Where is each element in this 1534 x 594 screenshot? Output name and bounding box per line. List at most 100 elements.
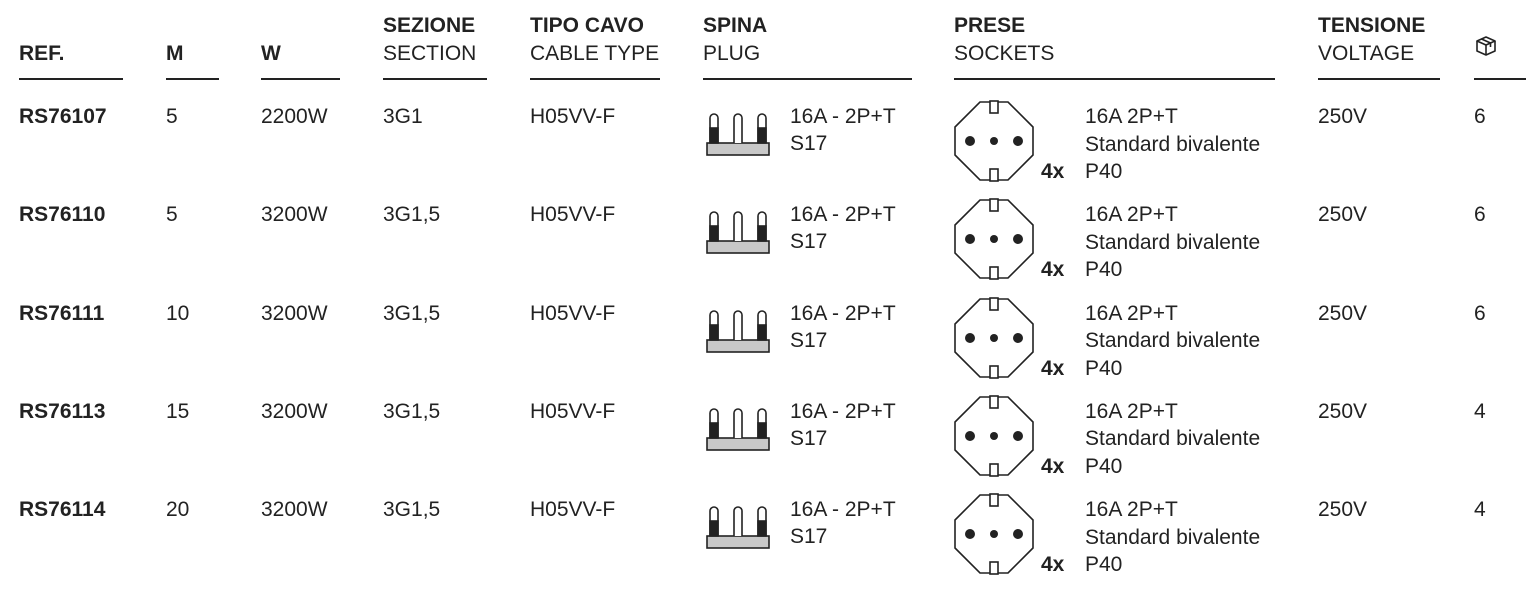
power-value: 3200W xyxy=(261,203,328,227)
header-pack xyxy=(1474,12,1526,80)
plug-spec-line1: 16A - 2P+T xyxy=(790,399,896,423)
header-section-en: SECTION xyxy=(383,42,477,65)
plug-spec: 16A - 2P+T S17 xyxy=(790,300,896,354)
socket-spec-line2: Standard bivalente xyxy=(1085,230,1261,254)
socket-icon xyxy=(954,198,1034,281)
ref-code: RS76113 xyxy=(19,399,106,423)
plug-spec-line2: S17 xyxy=(790,328,828,352)
box-icon xyxy=(1476,36,1496,56)
cable-type-value: H05VV-F xyxy=(530,301,616,325)
socket-spec: 16A 2P+T Standard bivalente P40 xyxy=(1085,103,1260,186)
plug-spec-line2: S17 xyxy=(790,132,828,155)
socket-icon xyxy=(954,296,1034,379)
ref-code: RS76111 xyxy=(19,301,105,325)
socket-spec: 16A 2P+T Standard bivalente P40 xyxy=(1085,496,1260,579)
header-voltage-en: VOLTAGE xyxy=(1318,42,1415,65)
length-value: 5 xyxy=(166,105,178,128)
socket-spec-line3: P40 xyxy=(1085,258,1123,282)
socket-spec-line2: Standard bivalente xyxy=(1085,329,1261,353)
socket-quantity: 4x xyxy=(1041,356,1065,380)
length-value: 20 xyxy=(166,498,190,522)
plug-spec: 16A - 2P+T S17 xyxy=(790,201,896,255)
socket-quantity: 4x xyxy=(1041,160,1065,183)
socket-spec-line1: 16A 2P+T xyxy=(1085,399,1178,423)
section-value: 3G1,5 xyxy=(383,399,441,423)
voltage-value: 250V xyxy=(1318,498,1368,522)
socket-spec: 16A 2P+T Standard bivalente P40 xyxy=(1085,300,1260,383)
pack-quantity: 6 xyxy=(1474,301,1486,325)
section-value: 3G1,5 xyxy=(383,203,441,227)
socket-icon xyxy=(954,100,1034,182)
socket-spec-line2: Standard bivalente xyxy=(1085,132,1261,156)
plug-spec: 16A - 2P+T S17 xyxy=(790,103,896,157)
header-plug-en: PLUG xyxy=(703,42,761,65)
pack-quantity: 4 xyxy=(1474,498,1486,522)
voltage-value: 250V xyxy=(1318,301,1368,325)
plug-icon xyxy=(706,506,770,549)
voltage-value: 250V xyxy=(1318,399,1368,423)
plug-icon xyxy=(706,113,770,156)
socket-icon xyxy=(954,395,1034,477)
length-value: 10 xyxy=(166,301,190,325)
socket-spec-line1: 16A 2P+T xyxy=(1085,203,1178,227)
length-value: 5 xyxy=(166,203,178,227)
socket-spec: 16A 2P+T Standard bivalente P40 xyxy=(1085,201,1260,284)
header-m: M xyxy=(166,12,219,80)
header-m-label: M xyxy=(166,42,184,65)
plug-spec-line2: S17 xyxy=(790,230,828,254)
header-section: SEZIONE SECTION xyxy=(383,12,487,80)
ref-code: RS76107 xyxy=(19,105,107,128)
socket-spec-line3: P40 xyxy=(1085,553,1123,577)
cable-type-value: H05VV-F xyxy=(530,203,616,227)
socket-quantity: 4x xyxy=(1041,553,1065,577)
section-value: 3G1,5 xyxy=(383,301,441,325)
socket-spec-line1: 16A 2P+T xyxy=(1085,301,1178,325)
section-value: 3G1,5 xyxy=(383,498,441,522)
power-value: 2200W xyxy=(261,105,328,128)
header-plug: SPINA PLUG xyxy=(703,12,912,80)
socket-spec-line1: 16A 2P+T xyxy=(1085,105,1178,128)
header-w-label: W xyxy=(261,42,281,65)
header-sockets-it: PRESE xyxy=(954,14,1026,37)
table-row: RS76113 15 3200W 3G1,5 H05VV-F 16A - 2P+… xyxy=(0,395,1534,496)
header-sockets-en: SOCKETS xyxy=(954,42,1055,65)
socket-spec-line2: Standard bivalente xyxy=(1085,525,1261,549)
cable-type-value: H05VV-F xyxy=(530,399,616,423)
length-value: 15 xyxy=(166,399,190,423)
socket-spec: 16A 2P+T Standard bivalente P40 xyxy=(1085,398,1260,481)
table-row: RS76107 5 2200W 3G1 H05VV-F 16A - 2P+T S… xyxy=(0,100,1534,201)
socket-spec-line1: 16A 2P+T xyxy=(1085,498,1178,522)
ref-code: RS76114 xyxy=(19,498,106,522)
plug-spec-line2: S17 xyxy=(790,426,828,450)
header-plug-it: SPINA xyxy=(703,14,768,37)
power-value: 3200W xyxy=(261,399,328,423)
plug-spec-line1: 16A - 2P+T xyxy=(790,498,896,522)
power-value: 3200W xyxy=(261,498,328,522)
header-cable: TIPO CAVO CABLE TYPE xyxy=(530,12,660,80)
power-value: 3200W xyxy=(261,301,328,325)
table-row: RS76114 20 3200W 3G1,5 H05VV-F 16A - 2P+… xyxy=(0,493,1534,594)
plug-spec-line1: 16A - 2P+T xyxy=(790,105,896,128)
section-value: 3G1 xyxy=(383,105,423,128)
socket-icon xyxy=(954,493,1034,575)
header-voltage-it: TENSIONE xyxy=(1318,14,1426,37)
pack-quantity: 6 xyxy=(1474,203,1486,227)
socket-quantity: 4x xyxy=(1041,258,1065,282)
plug-icon xyxy=(706,309,770,353)
plug-icon xyxy=(706,408,770,451)
header-ref: REF. xyxy=(19,12,123,80)
plug-spec: 16A - 2P+T S17 xyxy=(790,496,896,550)
plug-spec-line1: 16A - 2P+T xyxy=(790,203,896,227)
plug-icon xyxy=(706,211,770,255)
plug-spec-line2: S17 xyxy=(790,525,828,549)
table-row: RS76111 10 3200W 3G1,5 H05VV-F 16A - 2P+… xyxy=(0,296,1534,398)
cable-type-value: H05VV-F xyxy=(530,105,616,128)
socket-spec-line3: P40 xyxy=(1085,454,1123,478)
header-voltage: TENSIONE VOLTAGE xyxy=(1318,12,1440,80)
plug-spec-line1: 16A - 2P+T xyxy=(790,301,896,325)
header-sockets: PRESE SOCKETS xyxy=(954,12,1275,80)
socket-spec-line2: Standard bivalente xyxy=(1085,427,1261,451)
header-w: W xyxy=(261,12,340,80)
cable-type-value: H05VV-F xyxy=(530,498,616,522)
header-cable-it: TIPO CAVO xyxy=(530,14,644,37)
